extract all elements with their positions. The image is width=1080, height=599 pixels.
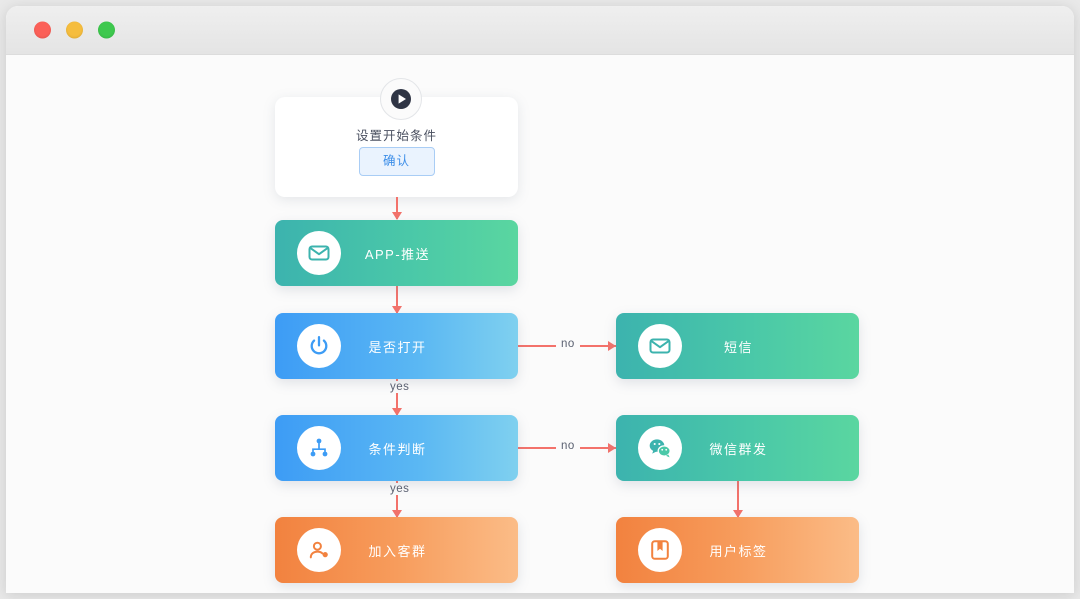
- edge-condition-to-join-group: [396, 481, 398, 519]
- node-join-group[interactable]: 加入客群: [275, 517, 518, 583]
- app-window: yes yes no no 设置开始条件 确认: [6, 6, 1074, 593]
- node-sms[interactable]: 短信: [616, 313, 859, 379]
- edge-start-to-app-push: [396, 197, 398, 219]
- arrowhead-start-to-app-push: [392, 212, 402, 220]
- node-is-opened[interactable]: 是否打开: [275, 313, 518, 379]
- close-button[interactable]: [34, 21, 51, 39]
- envelope-icon: [638, 324, 682, 368]
- wechat-icon: [638, 426, 682, 470]
- arrowhead-is-opened-to-sms: [608, 341, 616, 351]
- edge-label-no-1: no: [556, 338, 580, 350]
- arrowhead-wechat-to-user-tag: [733, 510, 743, 518]
- user-add-icon: [297, 528, 341, 572]
- node-label: 条件判断: [368, 441, 427, 457]
- bookmark-icon: [638, 528, 682, 572]
- power-icon: [297, 324, 341, 368]
- edge-app-push-to-is-opened: [396, 286, 398, 314]
- play-circle-icon[interactable]: [380, 78, 422, 120]
- arrowhead-is-opened-to-condition: [392, 408, 402, 416]
- node-label: APP-推送: [364, 246, 431, 262]
- edge-label-no-2: no: [556, 440, 580, 452]
- window-titlebar: [6, 6, 1074, 55]
- window-controls: [34, 21, 115, 39]
- minimize-button[interactable]: [66, 21, 83, 39]
- node-label: 是否打开: [368, 339, 427, 355]
- node-label: 短信: [723, 339, 753, 355]
- arrowhead-condition-to-join-group: [392, 510, 402, 518]
- start-card-title: 设置开始条件: [355, 129, 437, 143]
- node-app-push[interactable]: APP-推送: [275, 220, 518, 286]
- node-label: 加入客群: [368, 543, 427, 559]
- edge-label-yes-2: yes: [385, 483, 415, 495]
- maximize-button[interactable]: [98, 21, 115, 39]
- edge-wechat-to-user-tag: [737, 481, 739, 519]
- node-user-tag[interactable]: 用户标签: [616, 517, 859, 583]
- confirm-button[interactable]: 确认: [358, 147, 435, 176]
- envelope-icon: [297, 231, 341, 275]
- edge-is-opened-to-condition: [396, 379, 398, 417]
- node-label: 微信群发: [709, 441, 768, 457]
- node-wechat-blast[interactable]: 微信群发: [616, 415, 859, 481]
- arrowhead-condition-to-wechat: [608, 443, 616, 453]
- node-condition[interactable]: 条件判断: [275, 415, 518, 481]
- sitemap-icon: [297, 426, 341, 470]
- start-condition-card[interactable]: 设置开始条件 确认: [275, 97, 518, 197]
- edge-label-yes-1: yes: [385, 381, 415, 393]
- node-label: 用户标签: [709, 543, 768, 559]
- flowchart-canvas: yes yes no no 设置开始条件 确认: [6, 55, 1074, 593]
- arrowhead-app-push-to-is-opened: [392, 306, 402, 314]
